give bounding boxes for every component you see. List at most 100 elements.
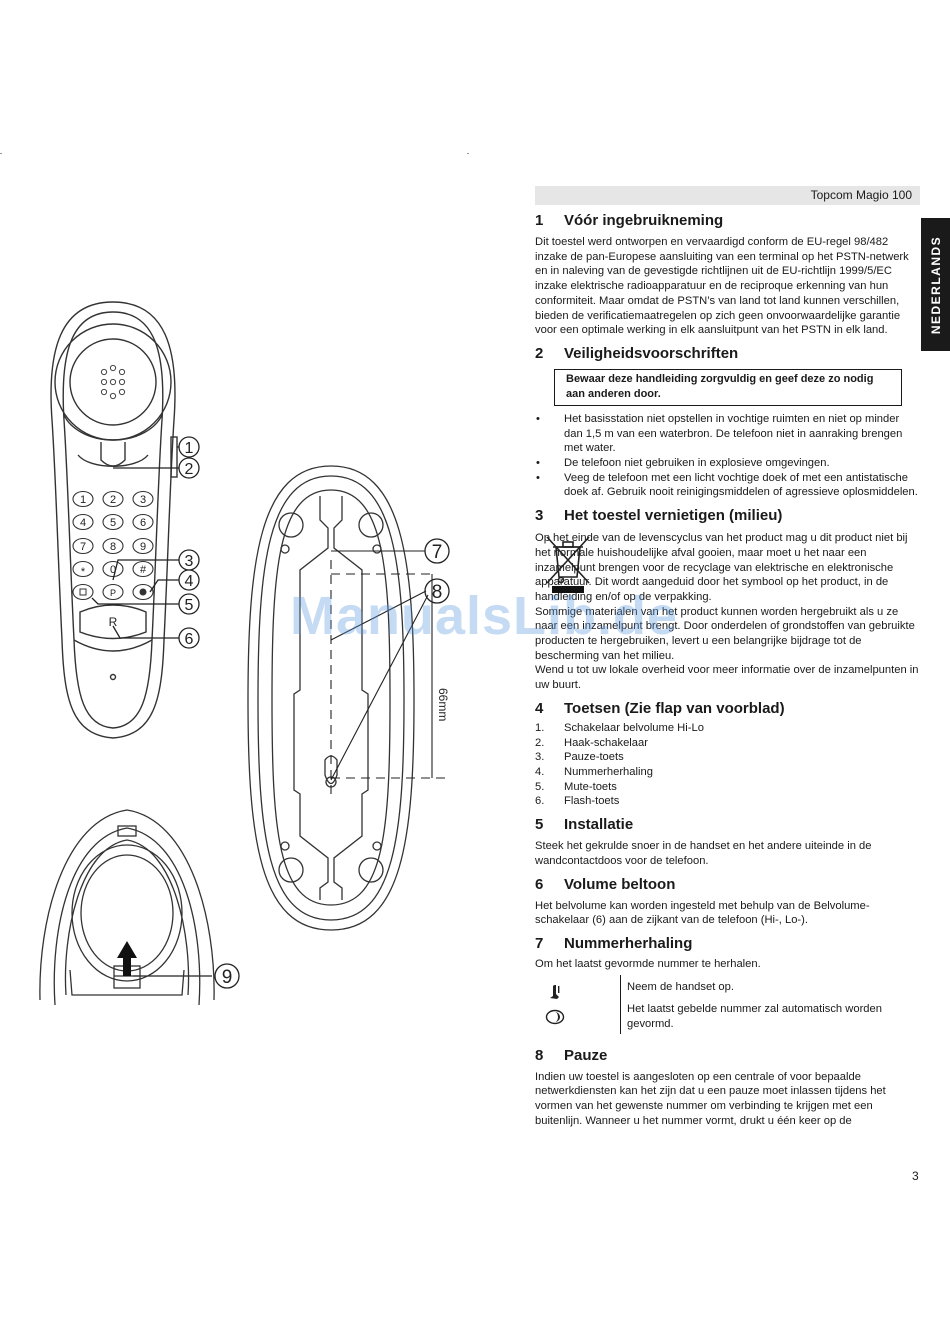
mute-redial-icons [79,588,147,596]
section-5: 5 Installatie Steek het gekrulde snoer i… [535,815,919,868]
section-4-heading: 4 Toetsen (Zie flap van voorblad) [535,699,919,719]
callout-3: 3 [185,553,194,570]
section-number: 1 [535,212,544,229]
item-number: 6. [535,795,545,808]
section-number: 2 [535,344,544,362]
speaker-holes [100,364,126,400]
item-text: Schakelaar belvolume Hi-Lo [564,721,704,734]
item-text: Nummerherhaling [564,765,653,778]
section-title: Nummerherhaling [564,934,693,952]
section-2-heading: 2 Veiligheidsvoorschriften [535,344,919,364]
section-3: 3 Het toestel vernietigen (milieu) Op he… [535,506,919,693]
section-3-body-1: Op het einde van de levenscyclus van het… [535,532,908,603]
list-item: 1. Schakelaar belvolume Hi-Lo [535,721,919,736]
item-text: Haak-schakelaar [564,736,648,749]
callout-9: 9 [222,967,233,988]
key-4: 4 [80,517,86,529]
base-bottom-figure [247,465,415,931]
warning-box: Bewaar deze handleiding zorgvuldig en ge… [554,368,902,406]
section-1-body: Dit toestel werd ontworpen en vervaardig… [535,236,909,337]
section-5-body: Steek het gekrulde snoer in de handset e… [535,840,872,867]
section-3-body-3: Wend u tot uw lokale overheid voor meer … [535,664,919,692]
item-number: 1. [535,721,545,734]
list-item: 4. Nummerherhaling [535,765,919,780]
list-item: 3.Pauze-toets [535,750,919,765]
key-9: 9 [140,541,146,553]
cradle-figure [39,809,215,1006]
safety-list: Het basisstation niet opstellen in vocht… [535,412,919,500]
crop-mark [467,153,469,154]
item-text: Mute-toets [564,780,617,793]
handset-offhook-icon [550,984,560,999]
section-4: 4 Toetsen (Zie flap van voorblad) 1. Scha… [535,699,919,809]
section-title: Pauze [564,1046,608,1064]
callout-8: 8 [432,582,443,603]
product-name: Topcom Magio 100 [810,188,912,202]
item-text: Flash-toets [564,795,620,808]
list-item: Het basisstation niet opstellen in vocht… [535,412,919,456]
watermark: ManualsLib.de [290,586,679,646]
section-number: 8 [535,1046,544,1064]
section-8-heading: 8 Pauze [535,1046,919,1066]
section-1: 1 Vóór ingebruikneming Dit toestel werd … [535,211,919,338]
item-number: 2. [535,736,545,749]
section-title: Het toestel vernietigen (milieu) [564,507,783,525]
key-8: 8 [110,541,116,553]
section-7-heading: 7 Nummerherhaling [535,934,919,954]
item-text: Pauze-toets [564,751,624,764]
section-8-body: Indien uw toestel is aangesloten op een … [535,1070,886,1127]
phone-illustrations: 1 2 3 4 5 6 7 8 9 * 0 # P R 1 2 3 4 [39,301,450,1006]
section-number: 5 [535,816,544,834]
section-number: 4 [535,699,544,717]
page-number: 3 [912,1169,919,1183]
section-6-heading: 6 Volume beltoon [535,875,919,895]
section-number: 3 [535,507,544,525]
crop-mark [0,153,2,154]
section-number: 7 [535,934,544,952]
item-number: 5. [535,780,545,793]
callout-1: 1 [185,440,194,457]
list-item: 6. Flash-toets [535,794,919,809]
callout-lines [91,446,212,977]
section-title: Installatie [564,816,634,834]
keys-list: 1. Schakelaar belvolume Hi-Lo 2. Haak-scha… [535,721,919,809]
section-7: 7 Nummerherhaling Om het laatst gevormde… [535,934,919,1040]
crossed-bin-icon [546,536,590,594]
key-2: 2 [110,494,116,506]
callout-2: 2 [185,461,194,478]
step-texts: Neem de handset op. Het laatst gebelde n… [621,975,919,1040]
header-bar: Topcom Magio 100 [535,186,920,205]
step-2: Het laatst gebelde nummer zal automatisc… [627,1003,882,1031]
step-icons [535,974,621,1034]
key-hash: # [140,564,147,576]
key-1: 1 [80,494,86,506]
key-7: 7 [80,541,86,553]
callout-circles [178,436,450,989]
section-3-heading: 3 Het toestel vernietigen (milieu) [535,506,919,526]
step-1: Neem de handset op. [627,980,734,993]
section-title: Volume beltoon [564,875,676,893]
section-title: Veiligheidsvoorschriften [564,344,739,362]
list-item: Veeg de telefoon met een licht vochtige … [535,471,919,500]
section-3-body-2: Sommige materialen van het product kunne… [535,605,915,662]
dimension-lines [330,550,448,800]
section-5-heading: 5 Installatie [535,815,919,835]
text-column: 1 Vóór ingebruikneming Dit toestel werd … [535,211,919,1135]
callout-4: 4 [185,573,194,590]
callout-5: 5 [185,597,194,614]
arrow-up-icon [117,941,137,976]
section-6: 6 Volume beltoon Het belvolume kan worde… [535,875,919,928]
key-3: 3 [140,494,146,506]
callout-7: 7 [432,542,443,563]
list-item: 5. Mute-toets [535,780,919,795]
key-5: 5 [110,517,116,529]
item-number: 4. [535,765,545,778]
key-0: 0 [110,564,116,576]
key-pause: P [110,588,116,598]
language-tab: NEDERLANDS [921,218,950,351]
key-6: 6 [140,517,146,529]
section-1-heading: 1 Vóór ingebruikneming [535,211,919,231]
section-title: Toetsen (Zie flap van voorblad) [564,699,785,717]
redial-steps: Neem de handset op. Het laatst gebelde n… [535,974,919,1040]
